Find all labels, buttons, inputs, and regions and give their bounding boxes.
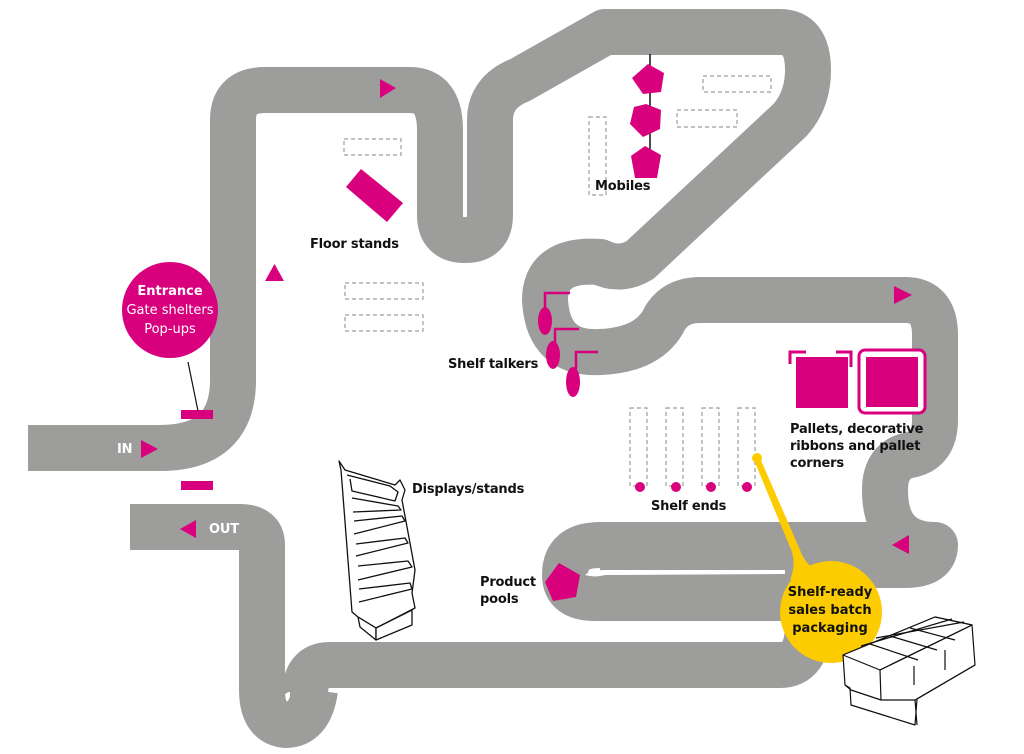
shelf-talkers-label: Shelf talkers <box>448 357 539 372</box>
direction-arrow-icon <box>141 440 158 458</box>
gate-marker-icon <box>181 481 213 490</box>
floor-stand-icon <box>346 169 403 222</box>
display-stand-icon <box>338 460 416 641</box>
direction-arrow-icon <box>180 520 196 538</box>
pallets-label-line3: corners <box>790 456 844 471</box>
entrance-circle <box>122 262 218 358</box>
direction-arrow-icon <box>894 286 912 304</box>
customer-route-path-exit <box>130 504 338 748</box>
direction-arrow-icon <box>265 264 284 281</box>
gate-marker-icon <box>181 410 213 419</box>
product-pools-line1: Product <box>480 575 536 590</box>
route-gap <box>585 570 785 577</box>
pallets-label-line2: ribbons and pallet <box>790 439 921 454</box>
shelf-ready-line2: sales batch <box>788 603 872 618</box>
entrance-title: Entrance <box>137 284 203 299</box>
direction-arrow-icon <box>380 79 396 98</box>
mobile-pentagon-icon <box>630 54 664 178</box>
customer-route-path <box>28 9 958 588</box>
entrance-label: Entrance Gate shelters Pop-ups <box>122 282 218 339</box>
shelf-ready-box-icon <box>842 616 976 726</box>
pallets-label-line1: Pallets, decorative <box>790 422 924 437</box>
entrance-popups: Pop-ups <box>144 322 196 337</box>
dashed-fixtures <box>343 75 772 487</box>
entrance-pointer-line <box>187 361 199 412</box>
shelf-ends-label: Shelf ends <box>651 499 727 514</box>
shelf-talker-icon <box>538 307 580 397</box>
route-in-label: IN <box>117 442 133 457</box>
displays-stands-label: Displays/stands <box>412 482 525 497</box>
shelf-ready-line1: Shelf-ready <box>787 585 873 600</box>
mobiles-label: Mobiles <box>595 179 651 194</box>
product-pools-label: Product pools <box>480 574 536 608</box>
entrance-gate-shelters: Gate shelters <box>126 303 214 318</box>
shelf-ready-label: Shelf-ready sales batch packaging <box>780 584 880 638</box>
shelf-talker-icon <box>543 291 598 369</box>
product-pools-line2: pools <box>480 592 519 607</box>
direction-arrow-icon <box>892 535 909 554</box>
product-pool-pentagon-icon <box>545 563 580 601</box>
pallet-icon <box>788 348 927 415</box>
pallets-label: Pallets, decorative ribbons and pallet c… <box>790 421 923 472</box>
floor-stands-label: Floor stands <box>310 237 399 252</box>
shelf-ready-line3: packaging <box>792 621 868 636</box>
shelf-end-dot-icon <box>635 482 752 492</box>
shelf-ready-callout <box>752 453 882 663</box>
route-out-label: OUT <box>209 522 239 537</box>
